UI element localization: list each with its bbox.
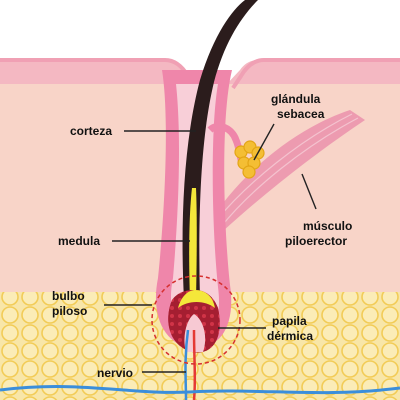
epidermis-layer bbox=[0, 60, 400, 90]
bottom-blue-line bbox=[0, 385, 400, 395]
label-glandula-line2: sebacea bbox=[277, 107, 325, 121]
nerve-blue-vessel bbox=[184, 329, 190, 400]
arrector-pili-muscle bbox=[208, 110, 365, 232]
label-musculo-line1: músculo bbox=[303, 219, 352, 233]
medulla bbox=[189, 188, 197, 300]
label-papila-line1: papila bbox=[272, 314, 307, 328]
label-papila-line2: dérmica bbox=[267, 329, 313, 343]
label-medula: medula bbox=[58, 234, 100, 248]
label-nervio: nervio bbox=[97, 366, 133, 380]
label-bulbo-line1: bulbo bbox=[52, 289, 85, 303]
label-bulbo-line2: piloso bbox=[52, 304, 87, 318]
label-musculo-line2: piloerector bbox=[285, 234, 347, 248]
nerve-red-vessel bbox=[192, 329, 197, 400]
muscle-striation-2 bbox=[219, 117, 359, 229]
bulb-yellow-cap bbox=[178, 290, 215, 308]
callout-glandula bbox=[253, 123, 275, 161]
label-glandula-line1: glándula bbox=[271, 92, 321, 106]
callout-musculo bbox=[301, 173, 317, 210]
bulb-highlight-circle bbox=[151, 275, 241, 365]
muscle-striation-1 bbox=[214, 113, 353, 223]
label-corteza: corteza bbox=[70, 124, 112, 138]
